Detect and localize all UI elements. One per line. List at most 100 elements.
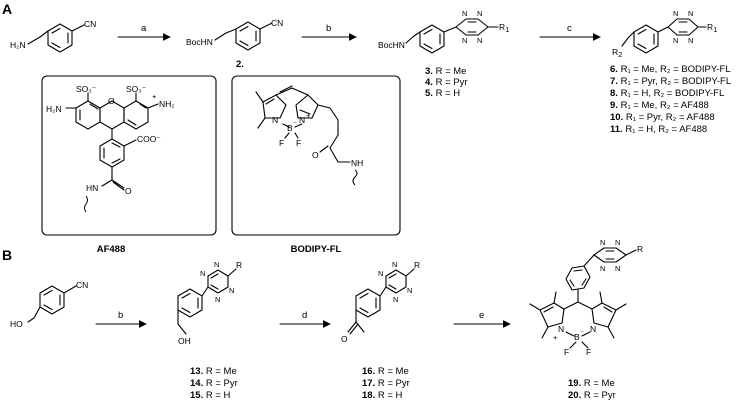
tetrazine-n-11: N [229,286,234,295]
bodipy2-n-right: N [590,324,596,334]
nitrile-label: CN [84,19,96,29]
bodipy-nh: NH [351,158,363,168]
tetrazine-n-3: N [462,36,467,45]
arrow-e-label: e [479,310,484,321]
list-6-item-3: 9. R₁ = Me, R₂ = AF488 [610,100,709,111]
af488-so3-right: SO₃⁻ [126,84,147,94]
tetrazine-n-2: N [477,9,482,18]
list-16-item-2: 18. R = H [362,390,403,401]
tetrazine-n-8: N [688,36,693,45]
oh-label-13: OH [178,336,191,346]
panel-a-label: A [2,1,12,17]
benzene-ring [47,23,73,53]
bodipy-f-right: F [296,138,301,148]
compounds-16-18: N N N N R O 16. R = Me 17. R = Pyr 18. R… [341,260,420,401]
tetrazine-n-10: N [214,260,219,269]
bodipy-plus: + [306,111,311,120]
compounds-19-20: N N N N R N + N B ⁻ F F 19. R = Me 20. R… [529,238,643,401]
r-label-13: R [236,260,242,270]
tetrazine-n-15: N [407,286,412,295]
starting-material-a: H₂N CN [10,19,96,53]
af488-amide-oxygen: O [125,186,132,196]
arrow-d-label: d [302,310,307,321]
tetrazine-n-5: N [673,9,678,18]
list-6-item-1: 7. R₁ = Pyr, R₂ = BODIPY-FL [610,76,731,87]
bodipy2-f-left: F [564,347,569,357]
r-label-19: R [637,244,643,254]
bodipy-boron: B [287,123,293,133]
list-16-item-1: 17. R = Pyr [362,378,410,389]
af488-structure-box: O SO₃⁻ SO₃⁻ H₂N NH₂ + COO⁻ O HN [41,75,217,236]
arrow-a-label: a [141,23,147,34]
list-3-item-1: 4. R = Pyr [425,77,468,88]
compound-2-number: 2. [236,59,244,70]
tetrazine-n-7: N [673,36,678,45]
r1-label: R1 [499,22,509,34]
bodipy-amide-oxygen: O [312,150,319,160]
bodipy-attachment-wavy [352,169,358,186]
af488-nh2: NH₂ [159,99,175,109]
list-6-item-5: 11. R₁ = H, R₂ = AF488 [610,124,707,135]
bodipy-minus: ⁻ [293,119,297,128]
bodipy2-boron: B [574,332,580,342]
compounds-3-5: BocHN N N N N R1 3. R = Me 4. R = Pyr 5.… [378,9,509,99]
bodipy-f-left: F [279,138,284,148]
af488-ring-oxygen: O [108,96,115,106]
af488-coo: COO⁻ [137,134,161,144]
aldehyde-oxygen-16: O [341,334,348,344]
bodipy2-f-right: F [586,347,591,357]
list-13-item-0: 13. R = Me [190,366,237,377]
list-19-item-0: 19. R = Me [568,378,615,389]
arrow-c-label: c [567,23,572,34]
list-16-item-0: 16. R = Me [362,366,409,377]
nitrile-label-b: CN [76,280,88,290]
hydroxyl-label-b: HO [10,319,23,329]
tetrazine-n-17: N [600,238,605,247]
nitrile-label-2: CN [271,18,283,28]
bochn-label-3: BocHN [378,40,405,50]
bodipy-fl-structure-box: N N + B ⁻ F F O NH [231,75,401,236]
bodipy2-plus: + [553,333,558,342]
tetrazine-n-9: N [200,269,205,278]
af488-so3-left: SO₃⁻ [76,84,97,94]
bodipy2-minus: ⁻ [580,328,584,337]
tetrazine-n-18: N [615,238,620,247]
compounds-13-15: N N N N R OH 13. R = Me 14. R = Pyr 15. … [177,260,242,401]
tetrazine-n-20: N [615,264,620,273]
starting-material-b: CN HO [10,280,88,329]
bodipy-fl-name: BODIPY-FL [291,244,342,255]
tetrazine-n-16: N [393,295,398,304]
r-label-16: R [414,260,420,270]
bodipy2-n-left: N [558,324,564,334]
af488-name: AF488 [97,244,126,255]
list-6-item-4: 10. R₁ = Pyr, R₂ = AF488 [610,112,715,123]
list-6-item-2: 8. R₁ = H, R₂ = BODIPY-FL [610,88,724,99]
list-19-item-1: 20. R = Pyr [568,390,616,401]
bodipy-n-right: N [299,115,305,125]
list-13-item-2: 15. R = H [190,390,231,401]
tetrazine-n-12: N [215,295,220,304]
list-3-item-0: 3. R = Me [425,66,466,77]
arrow-b-2-label: b [118,310,123,321]
r1b-label: R1 [707,22,717,34]
compound-2: BocHN CN 2. [186,18,283,70]
bochn-label: BocHN [186,37,213,47]
tetrazine-n-19: N [600,264,605,273]
af488-plus: + [152,92,157,101]
compounds-6-11: R2 N N N N R1 6. R₁ = Me, R₂ = BODIPY-FL… [610,9,731,135]
panel-b-label: B [2,247,12,263]
list-3-item-2: 5. R = H [425,88,460,99]
list-6-item-0: 6. R₁ = Me, R₂ = BODIPY-FL [610,64,731,75]
tetrazine-n-13: N [378,269,383,278]
tetrazine-n-1: N [462,9,467,18]
af488-hn: HN [86,183,98,193]
af488-h2n: H₂N [46,104,62,114]
tetrazine-n-6: N [688,9,693,18]
bodipy-n-left: N [272,115,278,125]
r2-label: R2 [612,47,622,59]
af488-attachment-wavy [84,195,88,213]
arrow-b-label: b [326,23,331,34]
list-13-item-1: 14. R = Pyr [190,378,238,389]
tetrazine-n-14: N [392,260,397,269]
